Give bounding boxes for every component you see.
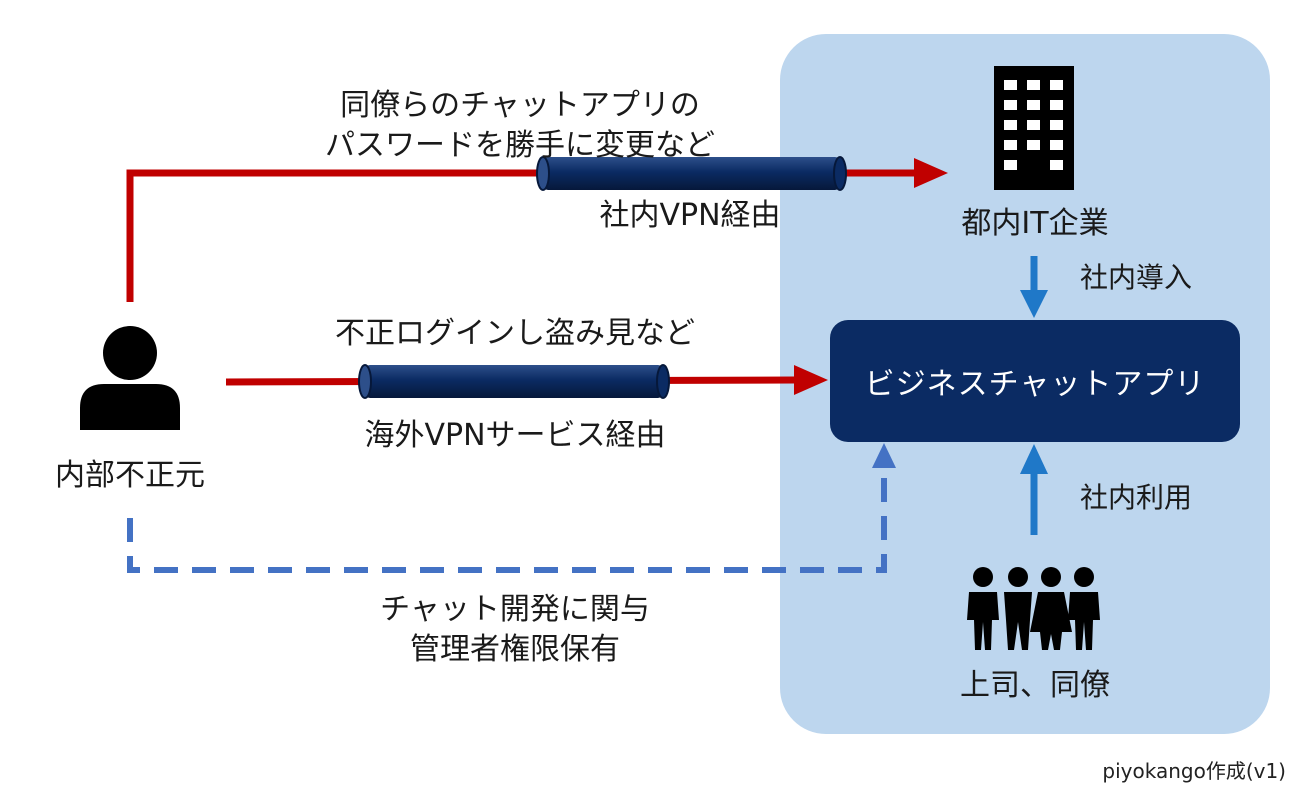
red-arrowhead-top	[914, 158, 948, 188]
top-action-line1: 同僚らのチャットアプリの	[340, 88, 700, 123]
dashed-path-line1: チャット開発に関与	[380, 592, 650, 627]
red-arrowhead-middle	[794, 365, 828, 395]
top-action-label: 同僚らのチャットアプリの パスワードを勝手に変更など	[300, 86, 740, 166]
top-via-label: 社内VPN経由	[599, 198, 781, 233]
business-chat-app-box: ビジネスチャットアプリ	[830, 320, 1240, 442]
adoption-label: 社内導入	[1080, 261, 1193, 294]
building-icon	[994, 66, 1074, 190]
person-icon	[80, 326, 180, 430]
dashed-arrowhead	[872, 443, 896, 468]
arrow-adoption-head	[1020, 290, 1048, 318]
dashed-admin-path	[127, 470, 887, 573]
red-path-top	[126, 169, 915, 302]
middle-action-label: 不正ログインし盗み見など	[335, 316, 695, 351]
people-group-icon	[967, 567, 1100, 650]
top-action-line2: パスワードを勝手に変更など	[325, 128, 715, 163]
dashed-path-label: チャット開発に関与 管理者権限保有	[340, 590, 690, 670]
coworkers-label: 上司、同僚	[960, 668, 1110, 703]
vpn-tube-top	[536, 156, 847, 191]
vpn-tube-middle	[358, 364, 670, 399]
credit-text: piyokango作成(v1)	[1102, 759, 1286, 783]
company-label: 都内IT企業	[961, 206, 1109, 241]
middle-via-label: 海外VPNサービス経由	[364, 418, 666, 453]
arrow-usage-head	[1020, 444, 1048, 474]
insider-label: 内部不正元	[55, 458, 205, 493]
usage-label: 社内利用	[1080, 481, 1193, 514]
dashed-path-line2: 管理者権限保有	[410, 632, 620, 667]
